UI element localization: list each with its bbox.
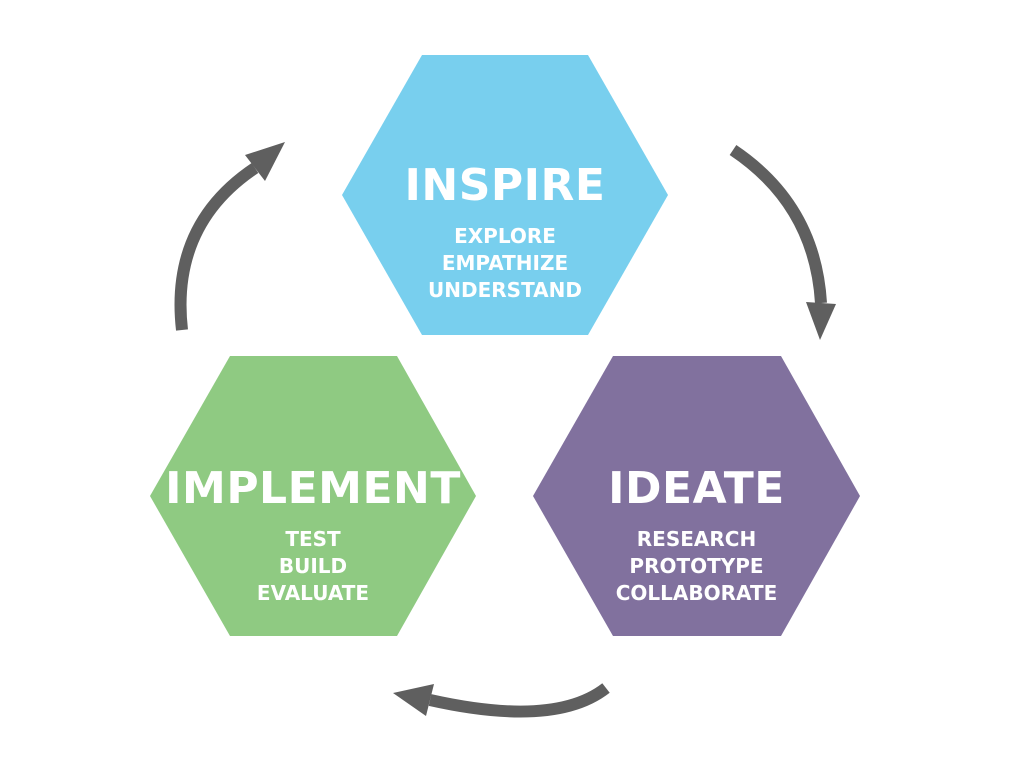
ideate-item-research: RESEARCH [636,527,757,551]
inspire-item-explore: EXPLORE [454,224,556,248]
implement-item-evaluate: EVALUATE [256,581,370,605]
implement-item-test: TEST [285,527,341,551]
ideate-title: IDEATE [608,463,785,514]
ideate-item-prototype: PROTOTYPE [629,554,764,578]
arrow-implement-to-inspire [174,142,285,331]
implement-title: IMPLEMENT [165,463,461,514]
ideate-item-collaborate: COLLABORATE [615,581,778,605]
arrow-inspire-to-ideate [729,145,836,340]
inspire-item-empathize: EMPATHIZE [441,251,569,275]
inspire-hexagon [342,55,668,335]
inspire-item-understand: UNDERSTAND [428,278,582,302]
inspire-title: INSPIRE [404,160,606,211]
implement-hexagon [150,356,476,636]
implement-item-build: BUILD [278,554,348,578]
arrow-ideate-to-implement [393,683,610,718]
inspire-label-group: INSPIRE EXPLORE EMPATHIZE UNDERSTAND [342,160,668,304]
ideate-label-group: IDEATE RESEARCH PROTOTYPE COLLABORATE [533,463,860,607]
ideate-hexagon [533,356,860,636]
implement-label-group: IMPLEMENT TEST BUILD EVALUATE [150,463,476,607]
